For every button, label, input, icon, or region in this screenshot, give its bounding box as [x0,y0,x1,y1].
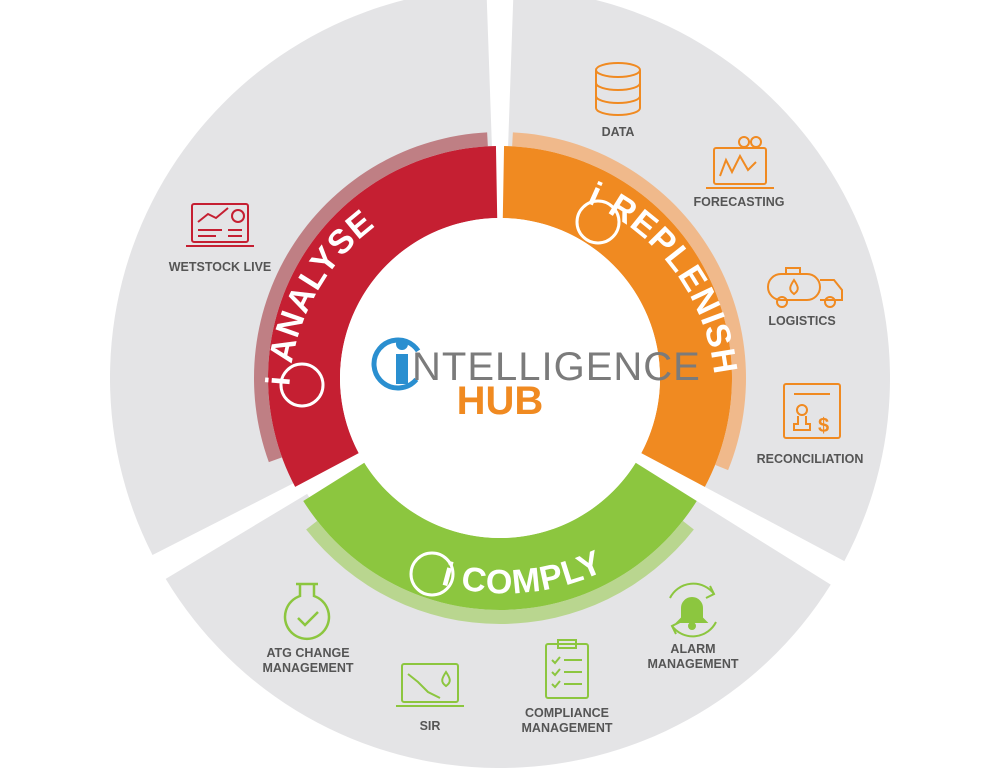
module-atg-change[interactable]: ATG CHANGE MANAGEMENT [263,582,354,675]
logistics-label: LOGISTICS [768,314,835,328]
hub-title: NTELLIGENCE [412,345,701,389]
hub-logo-stem [396,354,408,384]
analyse-badge-ring [279,362,325,408]
alarm-label-line2: MANAGEMENT [648,657,739,671]
module-reconciliation[interactable]: $ RECONCILIATION [757,383,864,466]
declining-chart-icon [396,663,464,707]
hub-center [340,218,660,538]
segment-comply-highlight [306,520,694,624]
compliance-label-line2: MANAGEMENT [522,721,613,735]
module-sir[interactable]: SIR [396,663,464,733]
wetstock-live-label: WETSTOCK LIVE [169,260,272,274]
module-alarm[interactable]: ALARM MANAGEMENT [648,582,739,671]
module-compliance[interactable]: COMPLIANCE MANAGEMENT [522,639,613,735]
hub-logo-dot [396,338,408,350]
checklist-clipboard-icon [545,639,589,699]
replenish-badge-ring [575,199,621,245]
alarm-label-line1: ALARM [670,642,715,656]
hub-logo: NTELLIGENCE HUB [371,337,701,423]
database-icon [595,62,641,116]
stamp-document-icon: $ [783,383,841,439]
reconciliation-label: RECONCILIATION [757,452,864,466]
data-label: DATA [602,125,635,139]
segment-analyse[interactable] [268,146,498,487]
outer-sector-analyse [110,0,493,556]
analyse-badge: i [259,374,298,387]
outer-sector-replenish [507,0,890,562]
tanker-truck-icon [767,267,843,308]
compliance-label-line1: COMPLIANCE [525,706,609,720]
forecasting-label: FORECASTING [694,195,785,209]
flask-check-icon [283,582,331,641]
outer-sector-comply [165,493,831,769]
segment-comply[interactable] [303,462,697,610]
module-data[interactable]: DATA [595,62,641,139]
module-logistics[interactable]: LOGISTICS [767,267,843,328]
module-forecasting[interactable]: FORECASTING [694,136,785,209]
sir-label: SIR [420,719,441,733]
module-wetstock-live[interactable]: WETSTOCK LIVE [169,203,272,274]
inner-ring [254,132,746,624]
hub-subtitle: HUB [457,379,544,423]
atg-change-label-line2: MANAGEMENT [263,661,354,675]
segment-replenish[interactable] [502,146,732,487]
hub-logo-ring [371,337,425,391]
svg-text:$: $ [818,415,829,437]
monitor-dashboard-icon [186,203,254,247]
comply-badge-ring [409,551,455,597]
atg-change-label-line1: ATG CHANGE [266,646,349,660]
forecast-chart-icon [706,136,774,189]
alarm-bell-icon [669,582,717,638]
outer-ring [110,0,890,769]
